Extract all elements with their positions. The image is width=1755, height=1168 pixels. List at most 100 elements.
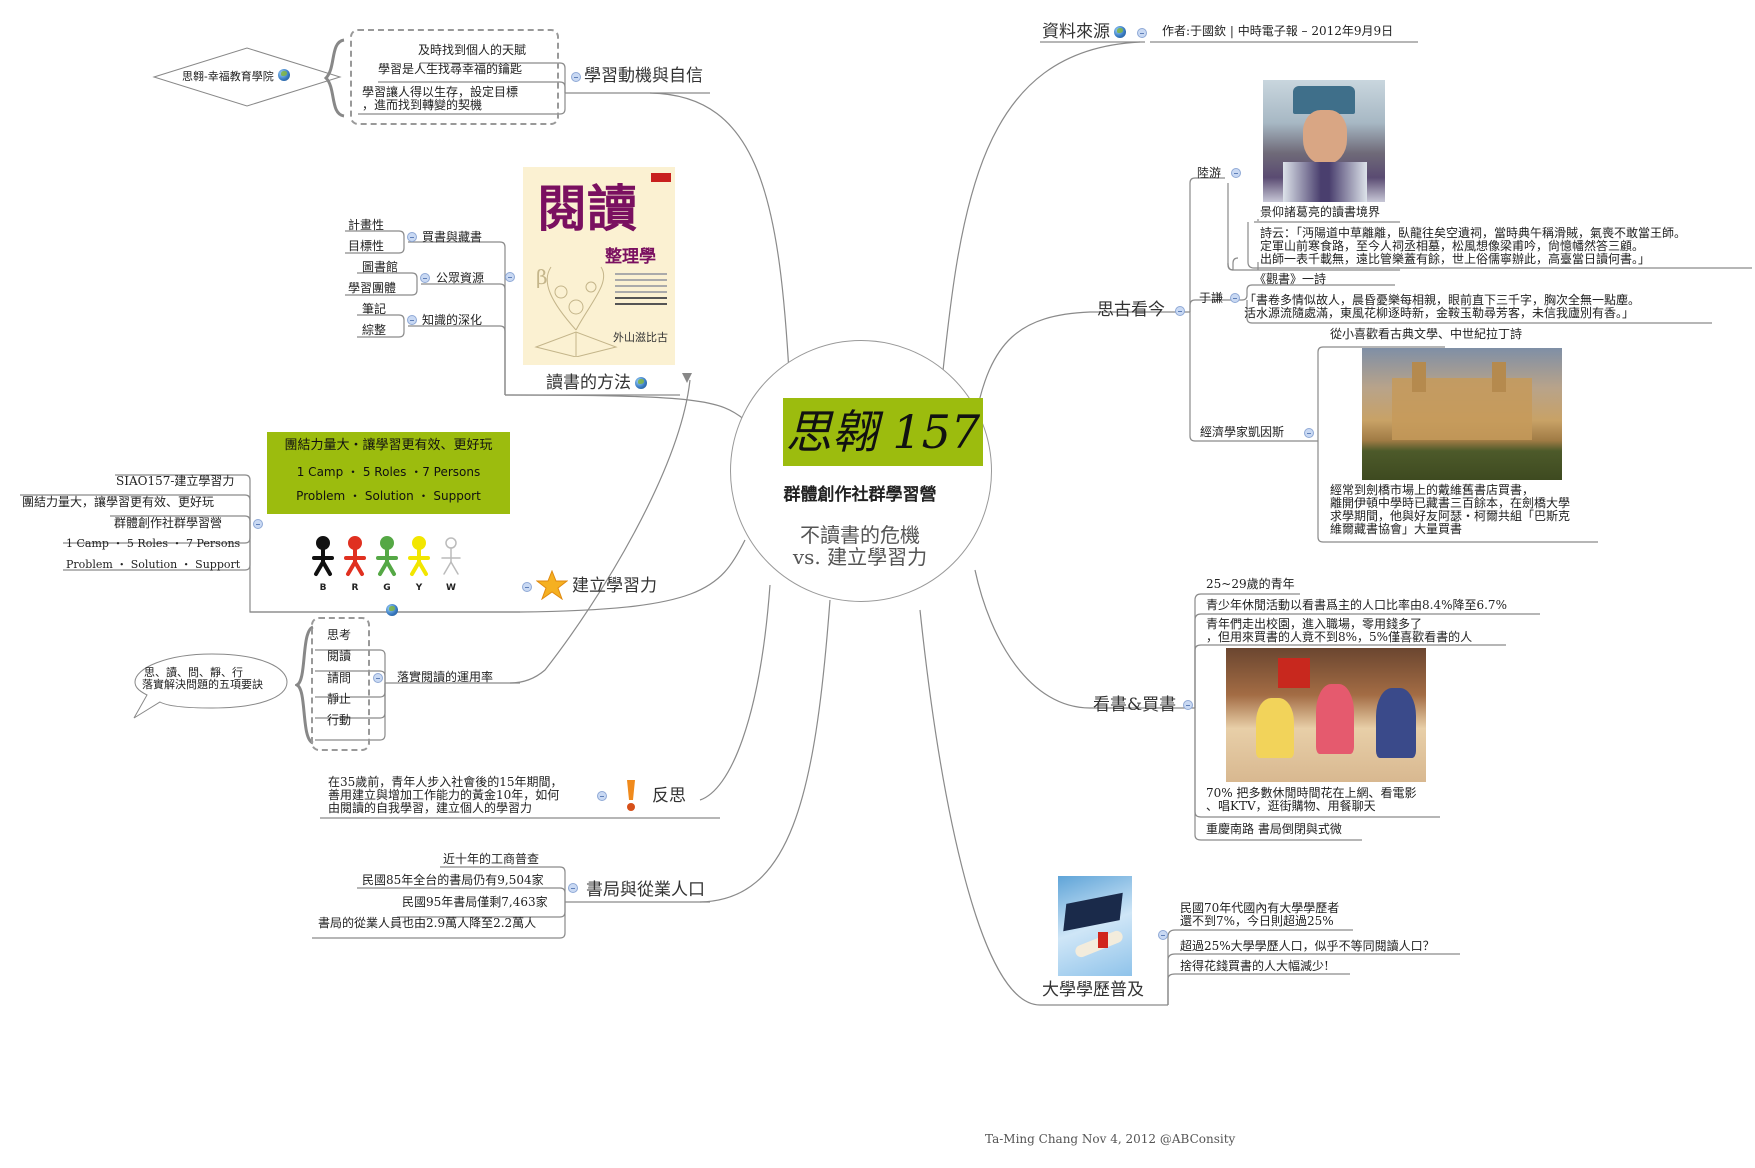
branch-reflect[interactable]: 反思 [652, 786, 686, 806]
luyou-poem[interactable]: 詩云：「沔陽道中草離離，臥龍往矣空遺祠，當時典午稱滑賊，氣喪不敢當王師。 定軍山… [1260, 226, 1687, 266]
ribbon-shape [1098, 932, 1108, 948]
learning-panel: 團結力量大・讓學習更有效、更好玩 1 Camp ・ 5 Roles ・7 Per… [267, 432, 510, 514]
collapse-toggle[interactable] [373, 673, 383, 683]
collapse-toggle[interactable] [420, 273, 430, 283]
reading-item-3[interactable]: 青年們走出校園，進入職場，零用錢多了 ，但用來買書的人竟不到8%，5%僅喜歡看書… [1206, 617, 1473, 644]
central-topic[interactable] [730, 340, 992, 602]
motivation-item-2[interactable]: 學習是人生找尋幸福的鑰匙 [378, 62, 523, 76]
practice-item-ask[interactable]: 請問 [327, 671, 352, 685]
reflect-text[interactable]: 在35歲前，青年人步入社會後的15年期間， 善用建立與增加工作能力的黃金10年，… [328, 775, 563, 815]
collapse-toggle[interactable] [1175, 306, 1185, 316]
svg-text:R: R [352, 583, 359, 592]
globe-link-icon[interactable] [635, 377, 647, 389]
collapse-toggle[interactable] [1137, 28, 1147, 38]
collapse-toggle[interactable] [1183, 700, 1193, 710]
branch-build[interactable]: 建立學習力 [572, 576, 657, 596]
book-author: 外山滋比古 [613, 331, 668, 344]
callout-bubble[interactable]: 思、讀、問、靜、行 落實解決問題的五項要訣 [132, 650, 292, 726]
bookstore-item-3[interactable]: 民國95年書局僅剩7,463家 [402, 895, 548, 909]
zhuge-liang-portrait [1263, 80, 1385, 202]
svg-text:β: β [536, 265, 548, 289]
past-luyou[interactable]: 陸游 [1197, 166, 1222, 180]
globe-link-icon[interactable] [386, 604, 398, 616]
branch-bookstore[interactable]: 書局與從業人口 [586, 880, 705, 900]
branch-source[interactable]: 資料來源 [1042, 22, 1126, 42]
bookstore-item-1[interactable]: 近十年的工商普查 [443, 852, 540, 866]
collapse-toggle[interactable] [505, 272, 515, 282]
yuqian-title[interactable]: 《觀書》一詩 [1254, 272, 1327, 286]
yuqian-poem[interactable]: 「書卷多情似故人，晨昏憂樂每相親，眼前直下三千字，胸次全無一點塵。 活水源流隨處… [1244, 293, 1641, 320]
branch-practice[interactable]: 落實閱讀的運用率 [397, 670, 494, 684]
method-item-notes[interactable]: 筆記 [362, 302, 387, 316]
motivation-item-1[interactable]: 及時找到個人的天賦 [418, 43, 527, 57]
collapse-toggle[interactable] [1231, 168, 1241, 178]
callout-line-1: 思、讀、問、靜、行 [144, 666, 243, 679]
practice-item-read[interactable]: 閱讀 [327, 649, 352, 663]
collapse-toggle[interactable] [253, 519, 263, 529]
speech-bubble-shape [133, 653, 288, 719]
collapse-toggle[interactable] [407, 232, 417, 242]
callout-diamond[interactable]: 思翱-幸福教育學院 [152, 46, 342, 112]
build-note-5[interactable]: Problem ・ Solution ・ Support [66, 558, 241, 571]
bookstore-item-2[interactable]: 民國85年全台的書局仍有9,504家 [362, 873, 544, 887]
degree-item-1[interactable]: 民國70年代國內有大學學歷者 還不到7%，今日則超過25% [1180, 901, 1340, 928]
degree-item-2[interactable]: 超過25%大學學歷人口，似乎不等同閱讀人口？ [1180, 939, 1435, 953]
keynes-text[interactable]: 經常到劍橋市場上的戴維舊書店買書， 離開伊頓中學時已藏書三百餘本，在劍橋大學 求… [1330, 483, 1571, 536]
luyou-caption[interactable]: 景仰諸葛亮的讀書境界 [1260, 205, 1381, 219]
reading-item-1[interactable]: 25~29歲的青年 [1206, 577, 1295, 591]
build-note-3[interactable]: 群體創作社群學習營 [114, 516, 223, 530]
method-item-group[interactable]: 學習團體 [348, 281, 397, 295]
book-subtitle: 整理學 [605, 247, 656, 267]
collapse-toggle[interactable] [1230, 293, 1240, 303]
source-text[interactable]: 作者:于國欽 | 中時電子報 – 2012年9月9日 [1162, 24, 1394, 38]
collapse-toggle[interactable] [571, 72, 581, 82]
branch-motivation[interactable]: 學習動機與自信 [584, 66, 703, 86]
branch-method[interactable]: 讀書的方法 [546, 373, 647, 393]
method-item-plan[interactable]: 計畫性 [348, 218, 385, 232]
past-yuqian[interactable]: 于謙 [1199, 291, 1224, 305]
method-child-deepen[interactable]: 知識的深化 [422, 313, 483, 327]
branch-reading[interactable]: 看書&買書 [1093, 695, 1177, 715]
reading-item-5[interactable]: 重慶南路 書局倒閉與式微 [1206, 822, 1342, 836]
callout-label: 思翱-幸福教育學院 [182, 70, 274, 83]
reading-item-4[interactable]: 70% 把多數休閒時間花在上網、看電影 、唱KTV，逛街購物、用餐聊天 [1206, 786, 1417, 813]
collapse-toggle[interactable] [597, 791, 607, 801]
method-child-buy[interactable]: 買書與藏書 [422, 230, 483, 244]
logo-text: 思翱 157 [785, 405, 981, 459]
practice-item-still[interactable]: 靜止 [327, 692, 352, 706]
degree-item-3[interactable]: 捨得花錢買書的人大幅減少! [1180, 959, 1329, 973]
practice-item-act[interactable]: 行動 [327, 713, 352, 727]
collapse-toggle[interactable] [1304, 428, 1314, 438]
collapse-toggle[interactable] [1158, 930, 1168, 940]
panel-line-3: Problem ・ Solution ・ Support [296, 489, 481, 503]
footer-credit: Ta-Ming Chang Nov 4, 2012 @ABConsity [985, 1132, 1236, 1146]
branch-degree[interactable]: 大學學歷普及 [1042, 980, 1144, 1000]
keynes-caption[interactable]: 從小喜歡看古典文學、中世紀拉丁詩 [1330, 327, 1523, 341]
bookstore-item-4[interactable]: 書局的從業人員也由2.9萬人降至2.2萬人 [318, 916, 537, 930]
collapse-toggle[interactable] [568, 883, 578, 893]
globe-link-icon[interactable] [1114, 26, 1126, 38]
hat-shape [1293, 86, 1355, 114]
method-item-goal[interactable]: 目標性 [348, 239, 385, 253]
method-item-synthesis[interactable]: 綜整 [362, 323, 387, 337]
method-item-library[interactable]: 圖書館 [362, 260, 399, 274]
branch-past[interactable]: 思古看今 [1097, 300, 1165, 320]
motivation-item-3[interactable]: 學習讓人得以生存，設定目標 ，進而找到轉變的契機 [362, 85, 519, 112]
branch-method-label: 讀書的方法 [546, 373, 631, 393]
build-note-1[interactable]: SIAO157-建立學習力 [116, 474, 235, 488]
build-note-4[interactable]: 1 Camp ・ 5 Roles ・ 7 Persons [66, 537, 241, 550]
diamond-shape [152, 47, 342, 107]
globe-link-icon[interactable] [277, 69, 290, 81]
reading-item-2[interactable]: 青少年休閒活動以看書爲主的人口比率由8.4%降至6.7% [1206, 598, 1507, 612]
past-keynes[interactable]: 經濟學家凱因斯 [1200, 425, 1285, 439]
graduation-cap-image [1058, 876, 1132, 976]
collapse-toggle[interactable] [407, 315, 417, 325]
center-title: 不讀書的危機 vs. 建立學習力 [792, 523, 928, 569]
method-child-public[interactable]: 公眾資源 [436, 271, 485, 285]
publisher-badge [651, 173, 671, 182]
collapse-toggle[interactable] [522, 582, 532, 592]
tower-left [1412, 362, 1426, 392]
practice-item-think[interactable]: 思考 [327, 628, 352, 642]
build-note-2[interactable]: 團結力量大，讓學習更有效、更好玩 [22, 495, 215, 509]
